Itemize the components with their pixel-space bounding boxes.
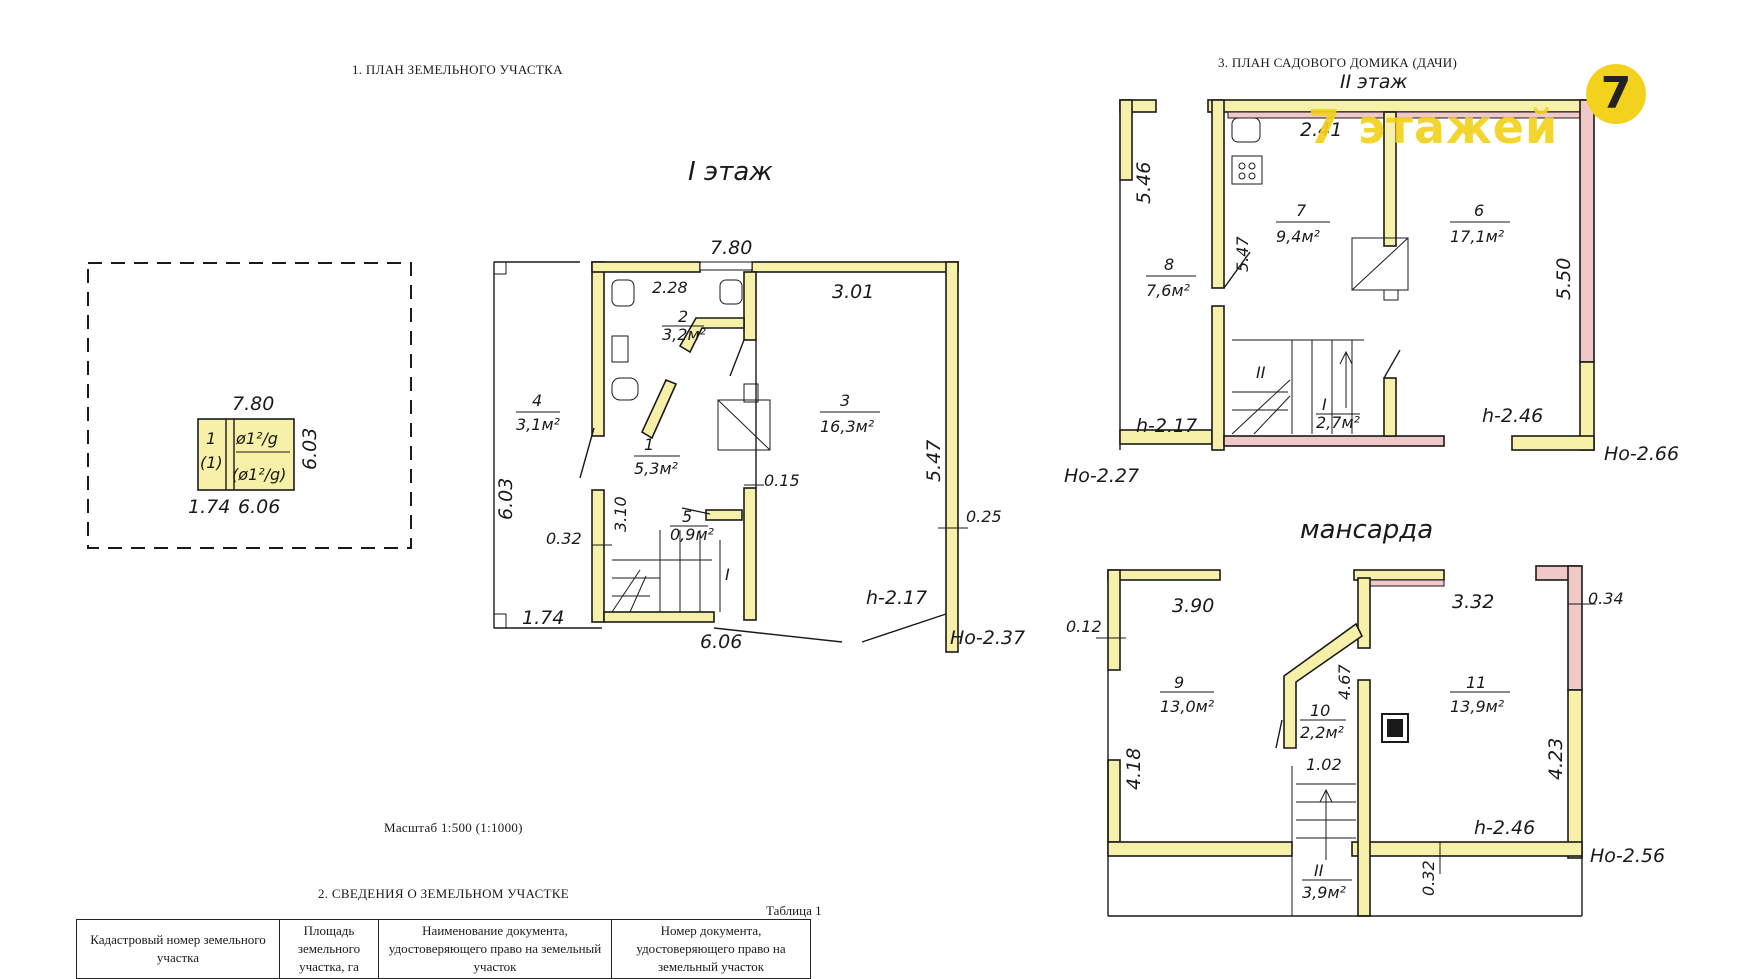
sf-room-6-area: 17,1м² bbox=[1450, 227, 1505, 246]
site-plan: 7.80 1.74 6.06 6.03 1 (1) ø1²/g (ø1²/g) bbox=[87, 262, 412, 549]
attic-dim-right: 4.23 bbox=[1545, 738, 1567, 780]
watermark-logo-digit: 7 bbox=[1600, 68, 1632, 119]
house-plan-heading: 3. ПЛАН САДОВОГО ДОМИКА (ДАЧИ) bbox=[1218, 55, 1458, 70]
attic-room-11-area: 13,9м² bbox=[1450, 697, 1505, 716]
first-floor-plan: I этаж bbox=[493, 157, 1025, 653]
sf-dim-mid: 5.47 bbox=[1233, 236, 1252, 272]
second-floor-plan: II этаж bbox=[1064, 71, 1679, 487]
attic-room-10-area: 2,2м² bbox=[1300, 723, 1345, 742]
ff-room-5-num: 5 bbox=[682, 507, 692, 526]
ff-dim-bottom-right: 6.06 bbox=[700, 631, 742, 653]
ff-dim-wall-right: 0.25 bbox=[966, 507, 1002, 526]
attic-room-10-num: 10 bbox=[1310, 701, 1330, 720]
attic-plan: мансарда bbox=[1066, 515, 1665, 917]
ff-ceiling-height: h-2.17 bbox=[866, 587, 927, 609]
ff-dim-bath: 2.28 bbox=[652, 278, 688, 297]
attic-dim-wall-right: 0.34 bbox=[1588, 589, 1624, 608]
attic-ceiling-height: h-2.46 bbox=[1474, 817, 1535, 839]
sf-room-8-area: 7,6м² bbox=[1146, 281, 1191, 300]
table-header-area: Площадь земельного участка, га bbox=[279, 919, 379, 979]
sf-stair-label: II bbox=[1256, 363, 1266, 382]
attic-dim-wall-left: 0.12 bbox=[1066, 617, 1102, 636]
site-unit-number: 1 bbox=[206, 429, 216, 448]
sf-ceiling-right: h-2.46 bbox=[1482, 405, 1543, 427]
attic-room-9-num: 9 bbox=[1174, 673, 1184, 692]
land-plan-heading: 1. ПЛАН ЗЕМЕЛЬНОГО УЧАСТКА bbox=[352, 62, 563, 77]
attic-room-stair-num: II bbox=[1314, 861, 1324, 880]
sf-room-6-num: 6 bbox=[1474, 201, 1484, 220]
ff-room-2-num: 2 bbox=[678, 307, 688, 326]
attic-dim-room9: 3.90 bbox=[1172, 595, 1214, 617]
sf-room-7-area: 9,4м² bbox=[1276, 227, 1321, 246]
scale-label: Масштаб 1:500 (1:1000) bbox=[384, 820, 523, 835]
sf-level-right: Hо-2.66 bbox=[1604, 443, 1679, 465]
table-header-doc-name: Наименование документа, удостоверяющего … bbox=[378, 919, 612, 979]
site-left-label: 1.74 bbox=[188, 496, 230, 518]
table-header-doc-number: Номер документа, удостоверяющего право н… bbox=[611, 919, 811, 979]
ff-dim-wall-left: 0.32 bbox=[546, 529, 582, 548]
ff-dim-height-left: 6.03 bbox=[495, 478, 517, 520]
site-fraction-top: ø1²/g bbox=[235, 429, 278, 448]
ff-room-5-area: 0,9м² bbox=[670, 525, 715, 544]
sf-room-8-num: 8 bbox=[1164, 255, 1174, 274]
second-floor-title: II этаж bbox=[1340, 71, 1408, 93]
site-width-label: 7.80 bbox=[232, 393, 274, 415]
site-boundary bbox=[87, 262, 412, 549]
attic-dim-bottom: 0.32 bbox=[1419, 860, 1438, 896]
attic-room-9-area: 13,0м² bbox=[1160, 697, 1215, 716]
ff-room-1-area: 5,3м² bbox=[634, 459, 679, 478]
site-depth-label: 6.03 bbox=[299, 428, 321, 470]
watermark-logo-icon: 7 bbox=[1586, 64, 1646, 124]
site-unit-sub: (1) bbox=[200, 453, 223, 472]
attic-room-11-num: 11 bbox=[1466, 673, 1486, 692]
land-info-heading: 2. СВЕДЕНИЯ О ЗЕМЕЛЬНОМ УЧАСТКЕ bbox=[318, 886, 569, 901]
attic-dim-stair: 1.02 bbox=[1306, 755, 1342, 774]
ff-room-1-num: 1 bbox=[644, 435, 654, 454]
sf-room-stair-area: 2,7м² bbox=[1316, 413, 1361, 432]
site-building bbox=[197, 418, 295, 491]
table-label: Таблица 1 bbox=[766, 903, 822, 918]
table-header-cadastral: Кадастровый номер земельного участка bbox=[76, 919, 280, 979]
attic-dim-partition: 4.67 bbox=[1335, 664, 1354, 700]
attic-level: Hо-2.56 bbox=[1590, 845, 1665, 867]
first-floor-stair-label: I bbox=[725, 565, 730, 584]
site-fraction-bottom: (ø1²/g) bbox=[232, 465, 286, 484]
sf-dim-kitchen: 2.41 bbox=[1300, 119, 1342, 141]
ff-dim-wall-mid: 0.15 bbox=[764, 471, 800, 490]
sf-ceiling-left: h-2.17 bbox=[1136, 415, 1197, 437]
sf-dim-left: 5.46 bbox=[1133, 162, 1155, 204]
land-info-table: Кадастровый номер земельного участка Пло… bbox=[76, 919, 811, 979]
attic-room-stair-area: 3,9м² bbox=[1302, 883, 1347, 902]
watermark-text: 7 этажей bbox=[1308, 100, 1559, 154]
ff-dim-room3: 3.01 bbox=[832, 281, 874, 303]
ff-room-4-area: 3,1м² bbox=[516, 415, 561, 434]
first-floor-title: I этаж bbox=[688, 157, 773, 187]
attic-dim-room11: 3.32 bbox=[1452, 591, 1494, 613]
sf-level-left: Hо-2.27 bbox=[1064, 465, 1139, 487]
sf-room-7-num: 7 bbox=[1296, 201, 1307, 220]
ff-room-3-area: 16,3м² bbox=[820, 417, 875, 436]
ff-dim-height-right: 5.47 bbox=[923, 440, 945, 482]
ff-room-2-area: 3,2м² bbox=[662, 325, 707, 344]
ff-room-4-num: 4 bbox=[532, 391, 542, 410]
site-right-label: 6.06 bbox=[238, 496, 280, 518]
ff-room-3-num: 3 bbox=[840, 391, 850, 410]
attic-title: мансарда bbox=[1300, 515, 1433, 545]
ff-level: Hо-2.37 bbox=[950, 627, 1025, 649]
sf-dim-right: 5.50 bbox=[1553, 258, 1575, 300]
ff-dim-width: 7.80 bbox=[710, 237, 752, 259]
sf-room-stair-num: I bbox=[1322, 395, 1327, 414]
ff-dim-bottom-left: 1.74 bbox=[522, 607, 564, 629]
ff-dim-stair-height: 3.10 bbox=[611, 496, 630, 532]
attic-dim-left: 4.18 bbox=[1123, 748, 1145, 790]
